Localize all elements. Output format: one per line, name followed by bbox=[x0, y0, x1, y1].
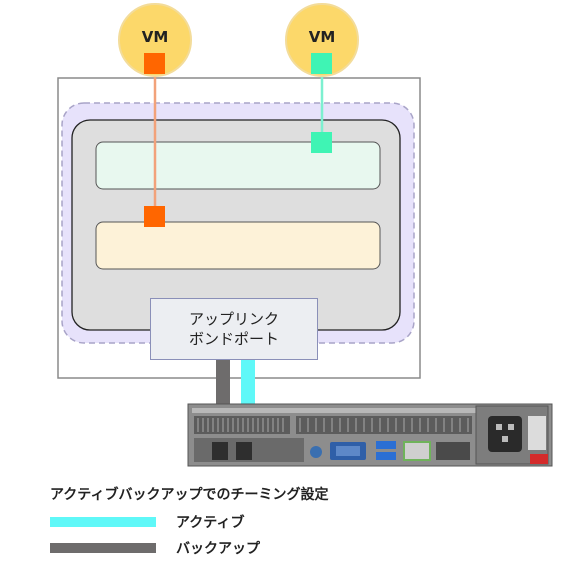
port-group-green bbox=[95, 141, 381, 190]
vm2[interactable]: VM bbox=[285, 3, 359, 77]
uplink-bond-port[interactable]: アップリンク ボンドポート bbox=[150, 298, 318, 360]
vm2-label: VM bbox=[309, 28, 336, 46]
vm1[interactable]: VM bbox=[118, 3, 192, 77]
diagram-caption: アクティブバックアップでのチーミング設定 bbox=[50, 487, 329, 503]
vm2-circle bbox=[285, 3, 359, 77]
vm1-label: VM bbox=[142, 28, 169, 46]
vm2-port bbox=[311, 53, 332, 74]
legend-swatch-active bbox=[50, 517, 156, 527]
legend-swatch-backup bbox=[50, 543, 156, 553]
legend-label-active: アクティブ bbox=[176, 515, 245, 531]
uplink-bond-port-line2: ボンドポート bbox=[188, 330, 279, 348]
legend-item-active: アクティブ bbox=[50, 512, 244, 532]
port-group-green-port bbox=[311, 132, 332, 153]
port-group-yellow-port bbox=[144, 206, 165, 227]
legend-item-backup: バックアップ bbox=[50, 538, 260, 558]
vm1-port bbox=[144, 53, 165, 74]
legend-label-backup: バックアップ bbox=[176, 541, 260, 557]
uplink-bond-port-line1: アップリンク bbox=[188, 310, 279, 328]
vm1-circle bbox=[118, 3, 192, 77]
server-rear-panel bbox=[187, 403, 553, 467]
port-group-yellow bbox=[95, 221, 381, 270]
